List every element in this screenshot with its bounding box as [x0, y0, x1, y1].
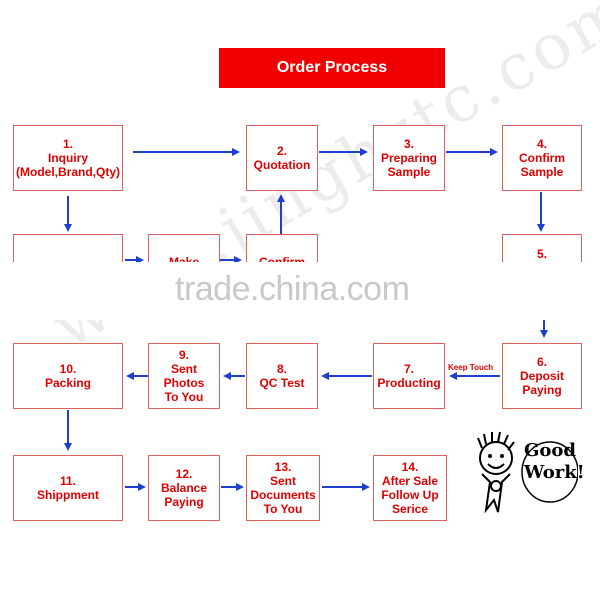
good-text: Good: [524, 440, 576, 461]
good-work-sticker-icon: [477, 431, 578, 514]
watermark-band: [0, 262, 600, 320]
node-inquiry: 1. Inquiry (Model,Brand,Qty): [13, 125, 123, 191]
node-qc-test: 8. QC Test: [246, 343, 318, 409]
node-packing: 10. Packing: [13, 343, 123, 409]
node-quotation: 2. Quotation: [246, 125, 318, 191]
node-preparing-sample: 3. Preparing Sample: [373, 125, 445, 191]
page-title: Order Process: [219, 48, 445, 88]
node-after-sale: 14. After Sale Follow Up Serice: [373, 455, 447, 521]
node-balance-paying: 12. Balance Paying: [148, 455, 220, 521]
work-text: Work!: [524, 462, 585, 483]
node-producting: 7. Producting: [373, 343, 445, 409]
trade-china-watermark: trade.china.com: [175, 270, 410, 308]
keep-touch-label: Keep Touch: [448, 363, 494, 372]
node-confirm-sample: 4. Confirm Sample: [502, 125, 582, 191]
node-sent-documents: 13. Sent Documents To You: [246, 455, 320, 521]
node-sent-photos: 9. Sent Photos To You: [148, 343, 220, 409]
node-shippment: 11. Shippment: [13, 455, 123, 521]
node-deposit-paying: 6. Deposit Paying: [502, 343, 582, 409]
